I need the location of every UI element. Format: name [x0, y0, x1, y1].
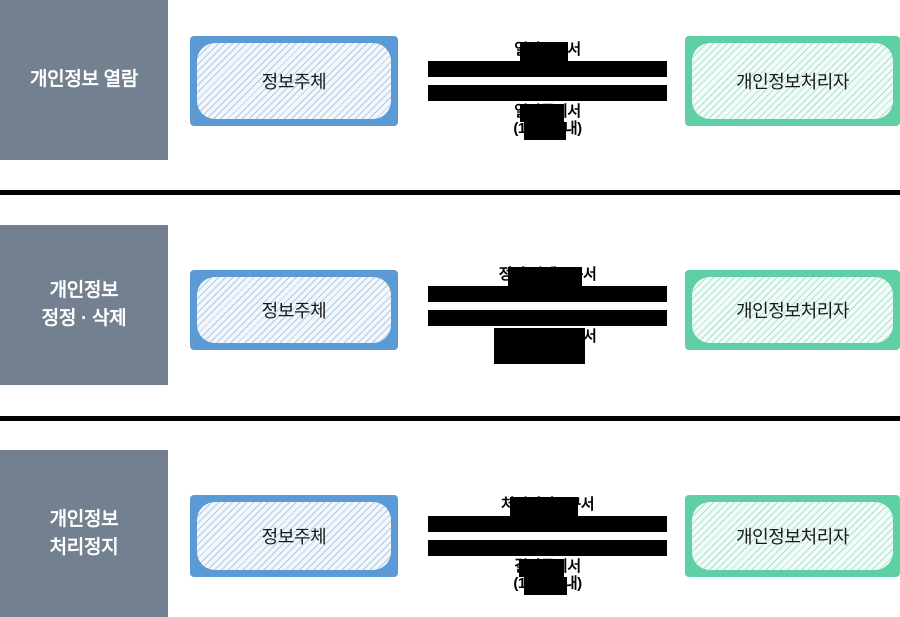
caption-response-3: 결과통지서 (10일 이내): [428, 558, 667, 595]
caption-request-1: 열람요구서: [428, 41, 667, 61]
actor-label-subject-1: 정보주체: [261, 72, 327, 92]
redaction-bar: [510, 497, 578, 516]
flow-group-1: 열람요구서 열람통지서 (10일 이내): [428, 0, 667, 160]
hatch-fill: [197, 43, 391, 119]
actor-box-handler-3[interactable]: 개인정보처리자: [685, 495, 900, 577]
section-personal-info-correction-deletion: 개인정보 정정 · 삭제 정보주체 정정·삭제요구서 정정·삭제통지서 개인정보…: [0, 225, 900, 418]
actor-box-handler-1[interactable]: 개인정보처리자: [685, 36, 900, 126]
caption-response-1: 열람통지서 (10일 이내): [428, 103, 667, 140]
redaction-bar: [524, 122, 566, 140]
redaction-bar: [519, 559, 564, 577]
redaction-bar: [494, 328, 585, 364]
caption-request-2: 정정·삭제요구서: [428, 266, 667, 286]
arrow-response-1: [428, 85, 667, 101]
actor-box-subject-3[interactable]: 정보주체: [190, 495, 398, 577]
hatch-fill: [197, 502, 391, 570]
section-personal-info-access: 개인정보 열람 정보주체 열람요구서 열람통지서 (10일 이내) 개인정보처리…: [0, 0, 900, 192]
hatch-fill: [692, 502, 893, 570]
section-divider-1: [0, 190, 900, 195]
redaction-bar: [508, 267, 582, 286]
arrow-response-2: [428, 310, 667, 326]
caption-request-3: 처리정지요구서: [428, 496, 667, 516]
redaction-bar: [520, 104, 564, 122]
hatch-fill: [197, 277, 391, 343]
actor-label-handler-1: 개인정보처리자: [735, 72, 850, 92]
hatch-fill: [692, 277, 893, 343]
actor-box-subject-2[interactable]: 정보주체: [190, 270, 398, 350]
sidebar-item-access[interactable]: 개인정보 열람: [0, 0, 168, 160]
redaction-bar: [524, 577, 567, 595]
actor-label-handler-3: 개인정보처리자: [735, 527, 850, 547]
actor-box-subject-1[interactable]: 정보주체: [190, 36, 398, 126]
sidebar-item-processing-suspension[interactable]: 개인정보 처리정지: [0, 450, 168, 617]
flow-group-3: 처리정지요구서 결과통지서 (10일 이내): [428, 450, 667, 617]
actor-box-handler-2[interactable]: 개인정보처리자: [685, 270, 900, 350]
caption-response-2: 정정·삭제통지서: [428, 328, 667, 364]
arrow-response-3: [428, 540, 667, 556]
section-divider-2: [0, 416, 900, 421]
arrow-request-1: [428, 61, 667, 77]
hatch-fill: [692, 43, 893, 119]
flow-group-2: 정정·삭제요구서 정정·삭제통지서: [428, 225, 667, 385]
sidebar-item-correction-deletion[interactable]: 개인정보 정정 · 삭제: [0, 225, 168, 385]
actor-label-subject-3: 정보주체: [261, 527, 327, 547]
redaction-bar: [520, 42, 568, 61]
arrow-request-2: [428, 286, 667, 302]
section-personal-info-processing-suspension: 개인정보 처리정지 정보주체 처리정지요구서 결과통지서 (10일 이내) 개인…: [0, 450, 900, 617]
arrow-request-3: [428, 516, 667, 532]
actor-label-handler-2: 개인정보처리자: [735, 301, 850, 321]
actor-label-subject-2: 정보주체: [261, 301, 327, 321]
